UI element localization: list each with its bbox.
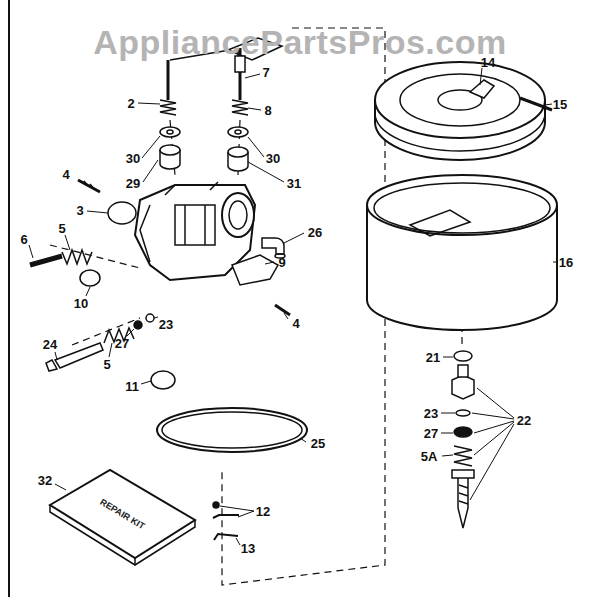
callout-number: 31 <box>287 177 301 190</box>
callout-number: 23 <box>424 407 438 420</box>
callout-number: 30 <box>266 152 280 165</box>
callout-number: 26 <box>308 226 322 239</box>
callout-number: 6 <box>20 233 27 246</box>
callout-number: 21 <box>426 351 440 364</box>
float-bowl <box>367 175 557 330</box>
callout-number: 32 <box>38 474 52 487</box>
watermark: AppliancePartsPros.com <box>93 25 506 59</box>
cover-plate <box>232 255 290 315</box>
callout-number: 23 <box>159 318 173 331</box>
callout-number: 24 <box>43 338 57 351</box>
idle-screw <box>30 250 92 265</box>
callout-number: 22 <box>517 414 531 427</box>
callout-number: 9 <box>278 256 285 269</box>
small-parts <box>213 502 239 540</box>
washer <box>160 127 248 171</box>
callout-number: 10 <box>74 297 88 310</box>
callout-number: 16 <box>559 256 573 269</box>
callout-number: 27 <box>424 427 438 440</box>
repair-kit <box>50 470 195 565</box>
needle-assembly <box>46 314 154 371</box>
callout-number: 27 <box>115 337 129 350</box>
callout-number: 14 <box>481 56 495 69</box>
callout-number: 25 <box>311 437 325 450</box>
callout-number: 8 <box>264 104 271 117</box>
callout-number: 4 <box>62 168 69 181</box>
callout-number: 5A <box>421 450 438 463</box>
callout-number: 3 <box>76 204 83 217</box>
callout-number: 2 <box>127 97 134 110</box>
callout-number: 4 <box>292 317 299 330</box>
callout-number: 11 <box>125 380 139 393</box>
welch-plug <box>80 270 100 286</box>
callout-number: 5 <box>103 358 110 371</box>
float-pin <box>520 98 552 110</box>
callout-number: 29 <box>126 177 140 190</box>
callout-number: 13 <box>241 542 255 555</box>
welch-plug <box>151 371 175 389</box>
bowl-nut <box>452 351 474 528</box>
bowl-gasket <box>157 408 307 452</box>
float <box>375 62 545 160</box>
callout-number: 7 <box>262 66 269 79</box>
frame-line <box>8 0 10 597</box>
callout-number: 15 <box>553 98 567 111</box>
callout-number: 5 <box>58 222 65 235</box>
idle-needle <box>160 60 176 115</box>
callout-number: 30 <box>126 152 140 165</box>
callout-number: 12 <box>256 505 270 518</box>
leader-line <box>29 68 557 545</box>
